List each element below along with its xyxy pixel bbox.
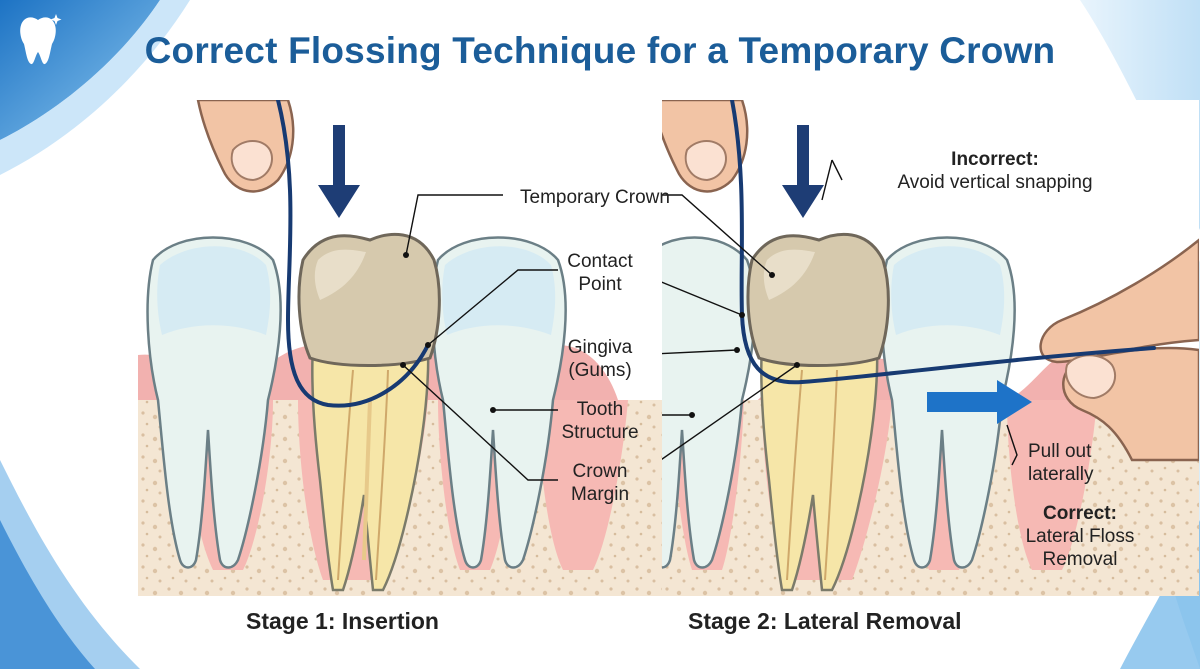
stage-1-panel: [138, 100, 675, 596]
floss-strand-2: [730, 100, 1156, 385]
stage-1-illustration: [138, 100, 675, 596]
tooth-logo-icon: [20, 14, 62, 65]
stage-1-caption: Stage 1: Insertion: [246, 608, 439, 634]
label-correct: Correct: Lateral Floss Removal: [1025, 503, 1135, 570]
stage-2-panel: [662, 100, 1199, 596]
stage-2-illustration: [662, 100, 1199, 596]
label-pull-out: Pull out laterally: [1028, 441, 1094, 485]
label-gingiva: Gingiva (Gums): [567, 337, 633, 381]
vertical-snap-arrow: [782, 125, 824, 218]
label-temporary-crown: Temporary Crown: [520, 187, 670, 208]
insertion-down-arrow: [318, 125, 360, 218]
label-incorrect: Incorrect: Avoid vertical snapping: [897, 149, 1093, 193]
floss-strand: [276, 100, 430, 408]
label-tooth-structure: Tooth Structure: [561, 399, 639, 443]
label-crown-margin: Crown Margin: [570, 461, 630, 505]
lateral-removal-arrow: [927, 380, 1032, 424]
label-contact-point: Contact Point: [567, 251, 633, 295]
hand-pulling-floss: [1039, 238, 1199, 364]
stage-2-caption: Stage 2: Lateral Removal: [688, 608, 962, 634]
page-title: Correct Flossing Technique for a Tempora…: [144, 30, 1056, 71]
